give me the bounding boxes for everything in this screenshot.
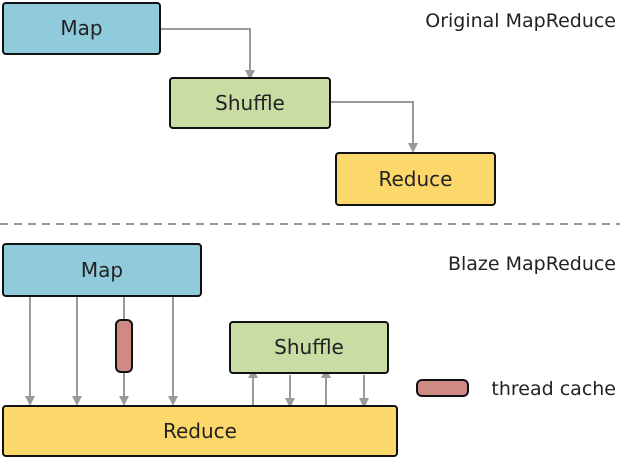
legend-thread-cache-swatch — [416, 379, 469, 397]
original-map-box: Map — [2, 2, 161, 55]
original-mapreduce-title: Original MapReduce — [425, 10, 616, 32]
blaze-shuffle-box: Shuffle — [229, 321, 389, 374]
blaze-shuffle-label: Shuffle — [274, 335, 344, 359]
original-shuffle-box: Shuffle — [169, 77, 331, 129]
blaze-reduce-box: Reduce — [2, 405, 398, 457]
legend-thread-cache-label: thread cache — [491, 378, 616, 400]
blaze-mapreduce-title: Blaze MapReduce — [448, 253, 616, 275]
original-reduce-label: Reduce — [379, 167, 453, 191]
original-shuffle-to-reduce-arrow — [330, 101, 418, 153]
original-map-label: Map — [60, 16, 102, 40]
original-shuffle-label: Shuffle — [215, 91, 285, 115]
original-reduce-box: Reduce — [335, 152, 496, 206]
original-map-to-shuffle-arrow — [160, 28, 255, 80]
blaze-reduce-label: Reduce — [163, 419, 237, 443]
thread-cache-block — [115, 319, 133, 373]
legend: thread cache — [416, 378, 616, 400]
blaze-map-label: Map — [81, 258, 123, 282]
blaze-map-box: Map — [2, 243, 202, 297]
